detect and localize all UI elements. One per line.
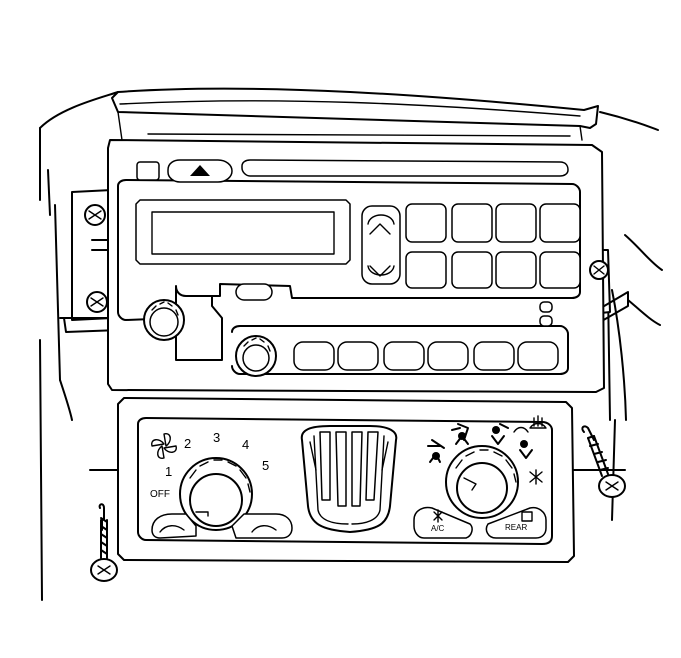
defrost-mode-icon	[529, 415, 547, 429]
snowflake-icon	[529, 469, 543, 485]
function-button[interactable]	[473, 341, 515, 371]
preset-button[interactable]	[495, 203, 537, 243]
screw-head-icon	[605, 481, 619, 491]
knob-pointer	[195, 511, 209, 517]
radio-display	[135, 199, 351, 265]
preset-button[interactable]	[405, 251, 447, 289]
function-buttons	[293, 341, 559, 371]
screw-head-icon	[86, 291, 108, 313]
fan-speed-label: 3	[213, 430, 220, 445]
eject-triangle-icon	[190, 165, 210, 176]
preset-button[interactable]	[539, 203, 581, 243]
preset-button[interactable]	[451, 203, 493, 243]
screw-head-icon	[97, 565, 111, 575]
left-mode-buttons	[151, 513, 293, 539]
function-button[interactable]	[337, 341, 379, 371]
fan-speed-label: 4	[242, 437, 249, 452]
function-button[interactable]	[383, 341, 425, 371]
function-button[interactable]	[293, 341, 335, 371]
fan-speed-labels: 1 2 3 4 5 OFF	[150, 430, 269, 500]
bilevel-mode-icon	[451, 423, 469, 445]
ac-button[interactable]: A/C	[413, 506, 473, 539]
eject-button[interactable]	[167, 159, 233, 183]
radio-unit	[107, 139, 605, 393]
rear-defrost-icon	[521, 511, 533, 522]
volume-knob[interactable]	[143, 299, 185, 341]
preset-button[interactable]	[405, 203, 447, 243]
upper-trim-panel	[111, 87, 599, 141]
rear-defrost-label: REAR	[505, 523, 527, 532]
vent-mode-icon	[427, 439, 445, 463]
knob-pointer	[463, 477, 477, 491]
center-air-vent	[300, 425, 398, 533]
fan-speed-label: 2	[184, 436, 191, 451]
fan-speed-label: 5	[262, 458, 269, 473]
indicator-button[interactable]	[539, 315, 553, 327]
mode-control-knob[interactable]	[445, 445, 519, 519]
floor-mode-icon	[491, 423, 509, 445]
tuning-knob[interactable]	[235, 335, 277, 377]
defrost-floor-mode-icon	[513, 426, 533, 459]
dash-bezel	[39, 91, 663, 601]
preset-button[interactable]	[495, 251, 537, 289]
up-arrow-icon	[369, 223, 391, 235]
function-button[interactable]	[427, 341, 469, 371]
screw-head-icon	[589, 260, 609, 280]
band-button[interactable]	[235, 283, 273, 301]
preset-button[interactable]	[451, 251, 493, 289]
function-button[interactable]	[517, 341, 559, 371]
indicator-button[interactable]	[539, 301, 553, 313]
fan-speed-label: 1	[165, 464, 172, 479]
hvac-screw-left	[90, 503, 118, 582]
preset-button[interactable]	[539, 251, 581, 289]
snowflake-icon	[433, 509, 443, 523]
hvac-control-head: 1 2 3 4 5 OFF	[117, 397, 575, 563]
radio-screws	[84, 204, 609, 313]
fan-icon	[151, 433, 177, 459]
mode-icons	[427, 415, 547, 485]
screw-head-icon	[84, 204, 106, 226]
preset-buttons-bottom	[405, 251, 581, 289]
ac-button-label: A/C	[431, 524, 445, 533]
down-arrow-icon	[369, 265, 391, 277]
rear-defrost-button[interactable]: REAR	[485, 506, 547, 539]
fan-off-label: OFF	[150, 489, 170, 500]
hvac-screw-right	[581, 425, 626, 498]
power-button[interactable]	[136, 161, 160, 181]
preset-buttons-top	[405, 203, 581, 243]
fan-speed-knob[interactable]	[179, 457, 253, 531]
tune-rocker[interactable]	[361, 205, 401, 285]
